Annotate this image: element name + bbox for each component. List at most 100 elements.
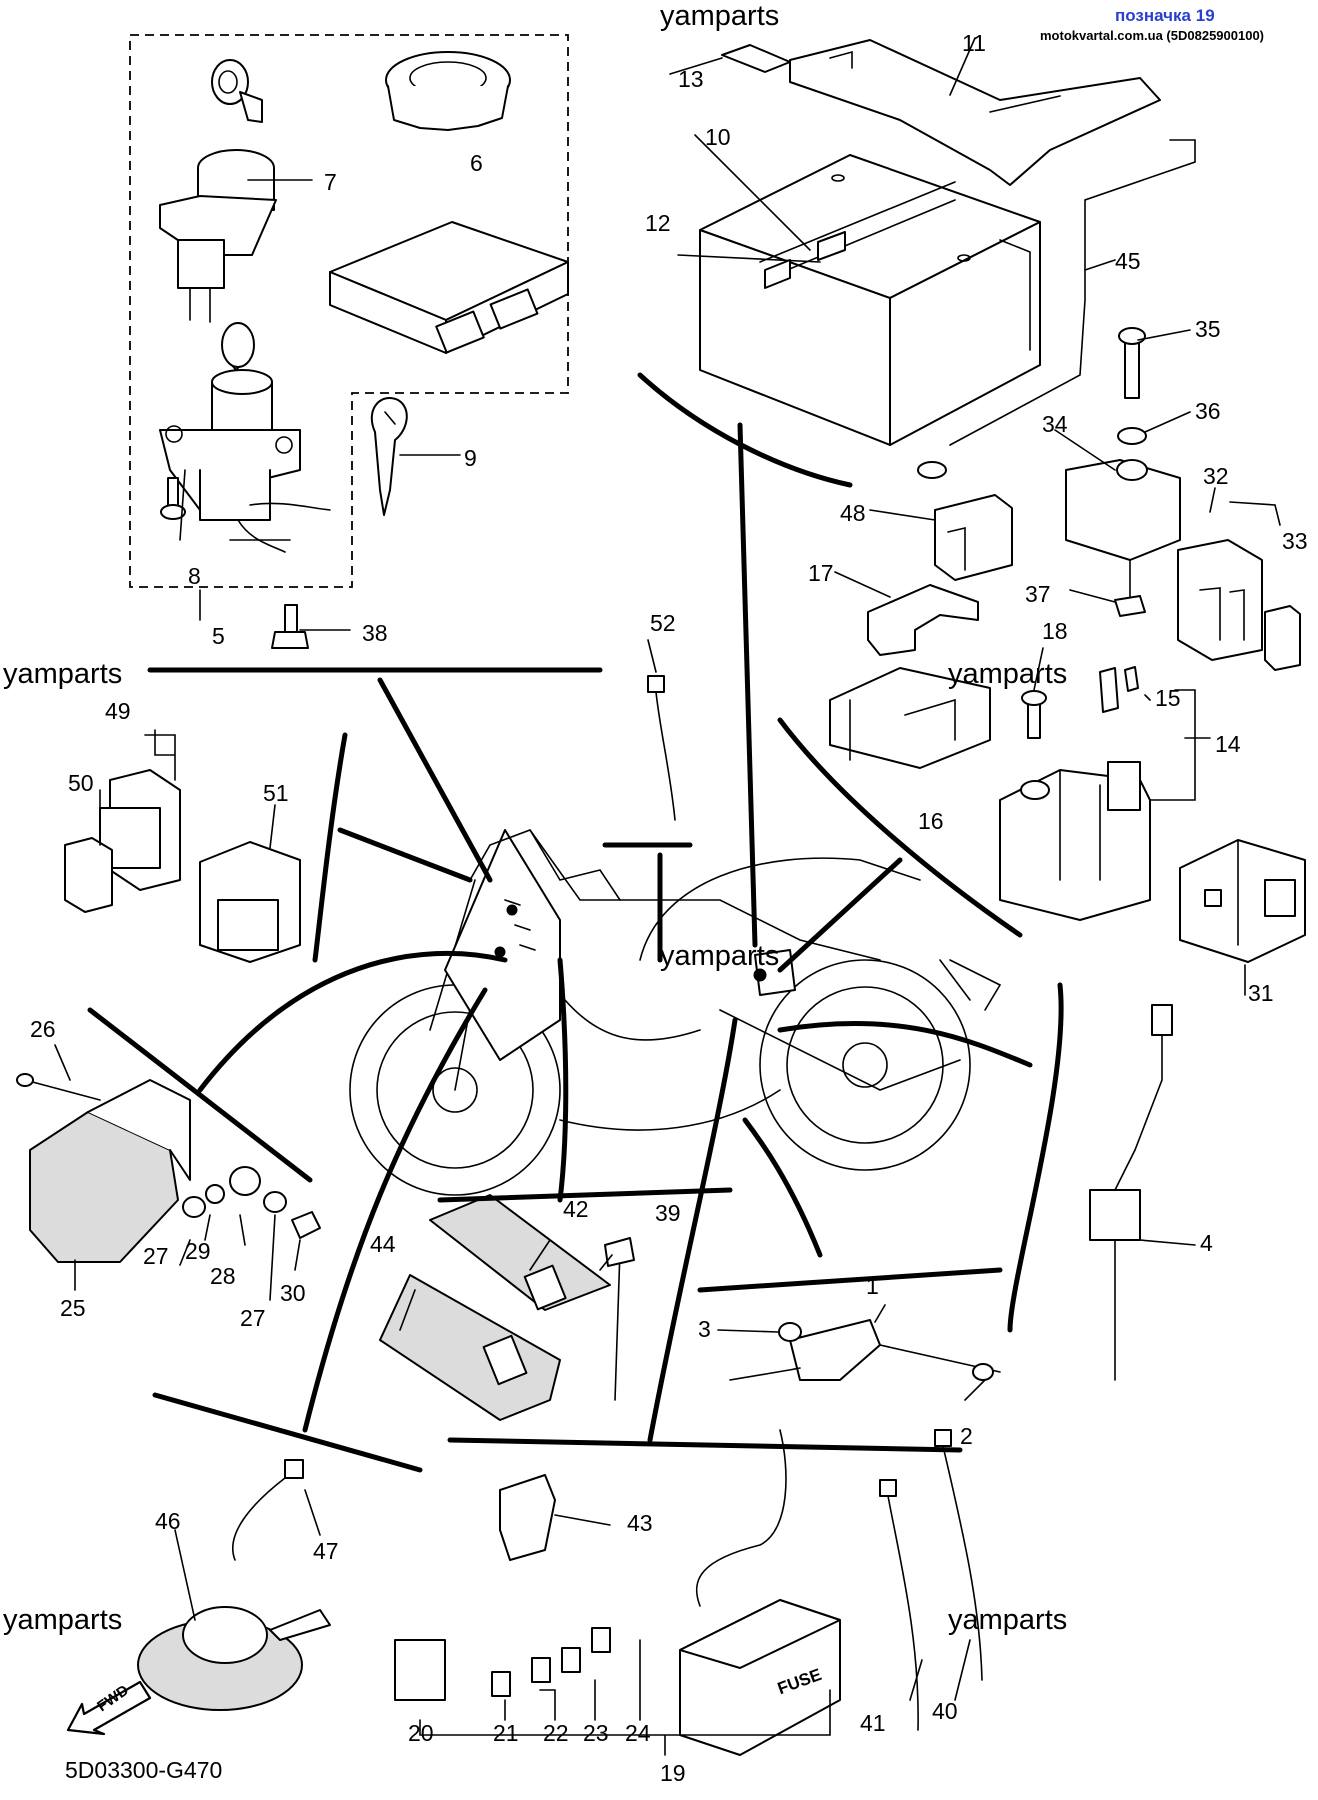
part-label-4: 4 (1200, 1230, 1213, 1256)
plate-44 (379, 1274, 561, 1421)
cable-tie-40 (934, 1429, 952, 1447)
starter-relay-assembly (999, 761, 1151, 921)
unit-31 (1179, 839, 1306, 963)
part-label-10: 10 (705, 124, 731, 150)
watermark: yamparts (948, 1604, 1068, 1636)
lead-terminal (917, 461, 947, 479)
fuse-23 (561, 1647, 581, 1673)
watermark: yamparts (3, 658, 123, 690)
relay-51 (199, 841, 301, 963)
part-label-36: 36 (1195, 398, 1221, 424)
collar-29 (205, 1184, 225, 1204)
motorcycle-outline (349, 829, 1002, 1196)
cable-tie-39 (614, 1249, 621, 1401)
part-label-22: 22 (543, 1720, 569, 1746)
connector-20 (394, 1639, 446, 1701)
watermark: yamparts (3, 1604, 123, 1636)
bracket-relays-right (777, 717, 1023, 938)
watermark: yamparts (948, 658, 1068, 690)
part-label-33: 33 (1282, 528, 1308, 554)
part-label-31: 31 (1248, 980, 1274, 1006)
relay-48 (934, 494, 1013, 581)
part-label-40: 40 (932, 1698, 958, 1724)
part-label-24: 24 (625, 1720, 651, 1746)
battery-lead (949, 139, 1196, 446)
part-label-46: 46 (155, 1508, 181, 1534)
bolt-38 (271, 604, 309, 649)
diagram-code: 5D03300-G470 (65, 1757, 223, 1783)
part-label-29: 29 (185, 1238, 211, 1264)
fuse-24 (591, 1627, 611, 1653)
bracket-sensor-right (1007, 982, 1064, 1333)
fuse-21 (491, 1671, 511, 1697)
part-label-19: 19 (660, 1760, 686, 1786)
part-label-20: 20 (408, 1720, 434, 1746)
sensor-1 (729, 1319, 1001, 1381)
part-label-5: 5 (212, 623, 225, 649)
ignition-lock (159, 322, 331, 553)
leader-switch (377, 677, 493, 883)
part-label-38: 38 (362, 620, 388, 646)
relay-32 (1177, 539, 1263, 661)
cable-tie-47 (284, 1459, 304, 1479)
part-label-34: 34 (1042, 411, 1068, 437)
connector-50 (64, 837, 113, 913)
part-label-23: 23 (583, 1720, 609, 1746)
part-label-27b: 27 (240, 1305, 266, 1331)
part-label-52: 52 (650, 610, 676, 636)
fuse-22 (531, 1657, 551, 1683)
part-label-50: 50 (68, 770, 94, 796)
part-label-49: 49 (105, 698, 131, 724)
leader-side-stand (777, 1020, 1033, 1068)
part-label-7: 7 (324, 169, 337, 195)
leader-horn (302, 987, 488, 1433)
bracket-sensor-1 (697, 1267, 1003, 1293)
part-label-51: 51 (263, 780, 289, 806)
part-label-25: 25 (60, 1295, 86, 1321)
cable-tie-52 (647, 675, 665, 693)
header-title: позначка 19 (1115, 6, 1215, 25)
watermark: yamparts (660, 0, 780, 32)
lock-cylinder-small (211, 59, 263, 123)
plate-42 (429, 1194, 611, 1311)
part-label-32: 32 (1203, 463, 1229, 489)
part-label-39: 39 (655, 1200, 681, 1226)
part-label-13: 13 (678, 66, 704, 92)
bolt-35 (1124, 337, 1140, 399)
bracket-plates (437, 1187, 733, 1203)
sensor-4 (1089, 1004, 1173, 1381)
leader-fuses (647, 1017, 738, 1443)
part-label-6: 6 (470, 150, 483, 176)
fuse-15a (1099, 667, 1119, 713)
bracket-16 (829, 667, 991, 769)
part-label-47: 47 (313, 1538, 339, 1564)
part-label-9: 9 (464, 445, 477, 471)
part-label-48: 48 (840, 500, 866, 526)
bolt-26 (24, 1079, 101, 1101)
horn (137, 1606, 331, 1711)
battery (699, 154, 1041, 446)
fuse-15b (1124, 666, 1139, 692)
washer-27b (263, 1191, 287, 1213)
part-label-27a: 27 (143, 1243, 169, 1269)
part-label-28: 28 (210, 1263, 236, 1289)
part-label-41: 41 (860, 1710, 886, 1736)
connector-33 (1264, 605, 1301, 671)
ecu-unit (329, 221, 569, 354)
main-switch (159, 149, 277, 323)
part-label-18: 18 (1042, 618, 1068, 644)
watermark: yamparts (660, 940, 780, 972)
part-label-44: 44 (370, 1231, 396, 1257)
part-label-30: 30 (280, 1280, 306, 1306)
washer-27a (182, 1196, 206, 1218)
starter-relay (1065, 459, 1181, 601)
relay-49 (99, 769, 181, 891)
part-label-2: 2 (960, 1423, 973, 1449)
rectifier-regulator (29, 1079, 191, 1263)
bolt-2 (972, 1363, 994, 1381)
grommet-28 (229, 1166, 261, 1196)
leader-sensor (742, 1117, 823, 1258)
part-label-14: 14 (1215, 731, 1241, 757)
leader-plates (557, 957, 569, 1203)
